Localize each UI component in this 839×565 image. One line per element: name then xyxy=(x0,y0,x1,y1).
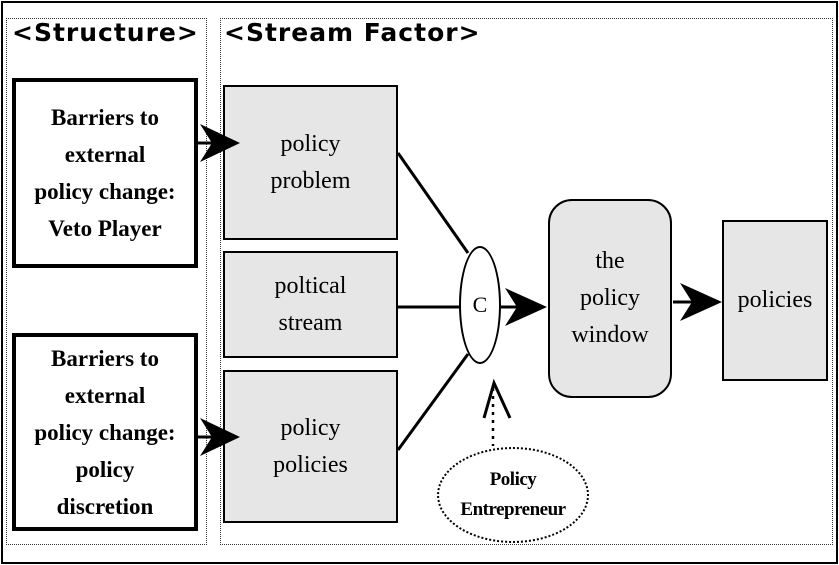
discretion-arrowhead xyxy=(200,418,240,456)
structure-title: <Structure> xyxy=(12,18,199,47)
stream-factor-title: <Stream Factor> xyxy=(224,18,481,47)
policy-discretion-box: Barriers to external policy change: poli… xyxy=(12,333,198,531)
policy-window-box: the policy window xyxy=(548,199,672,398)
coupling-arrowhead xyxy=(505,288,547,326)
policy-entrepreneur-ellipse: Policy Entrepreneur xyxy=(437,447,589,543)
structure-region xyxy=(6,18,207,545)
entrepreneur-chevron xyxy=(482,378,512,419)
coupling-ellipse: C xyxy=(459,246,501,364)
stream-factor-region xyxy=(220,18,833,545)
window-arrowhead xyxy=(680,283,722,321)
veto-arrowhead xyxy=(200,124,240,162)
veto-player-box: Barriers to external policy change: Veto… xyxy=(12,78,198,268)
coupling-label: C xyxy=(472,292,488,317)
policies-to-coupling-line xyxy=(396,353,470,451)
policy-problem-box: policy problem xyxy=(223,85,398,240)
problem-to-coupling-line xyxy=(396,152,470,254)
political-stream-box: poltical stream xyxy=(223,251,398,358)
policy-policies-box: policy policies xyxy=(223,370,398,523)
policies-output-box: policies xyxy=(722,220,828,381)
